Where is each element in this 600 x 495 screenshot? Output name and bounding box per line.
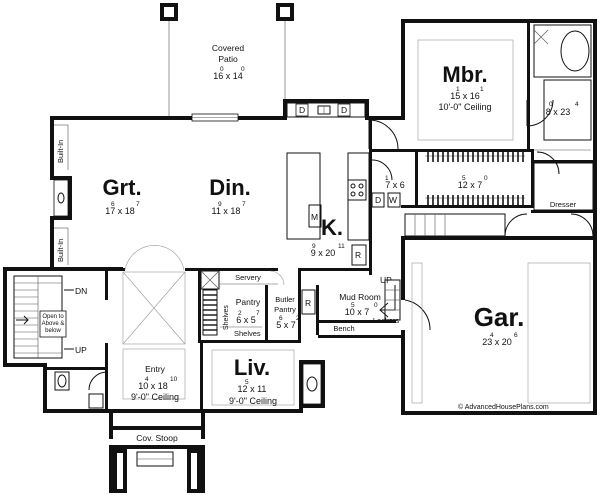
- mbr-dim-b-sup: 1: [480, 86, 484, 93]
- garage: Gar. 23 x 20 4 6 © AdvancedHousePlans.co…: [404, 213, 594, 411]
- din-dim-a-sup: 9: [218, 201, 222, 208]
- mbr-name: Mbr.: [442, 62, 487, 87]
- kitchen-d-left: D: [299, 105, 305, 115]
- mud-dim-b-sup: 0: [374, 302, 378, 309]
- mud-dim-a-sup: 5: [351, 302, 355, 309]
- butler-dims: 5 x 7: [276, 320, 296, 330]
- butler-r: R: [305, 298, 311, 308]
- covered-stoop: Cov. Stoop: [109, 426, 205, 493]
- k-dim-a-sup: 9: [312, 243, 316, 250]
- patio-name-1: Covered: [212, 43, 244, 53]
- gar-name: Gar.: [474, 302, 525, 332]
- open-to-2: Above &: [42, 321, 65, 327]
- din-name: Din.: [209, 175, 251, 200]
- master-bedroom: Mbr. 15 x 16 1 1 10'-0" Ceiling: [368, 39, 514, 150]
- kitchen: D D M R K. 9 x 20 9 11: [286, 102, 370, 266]
- pantry-name: Pantry: [236, 297, 261, 307]
- entry-dim-b-sup: 10: [170, 376, 178, 383]
- closet-small: 7 x 6 1 D W: [371, 159, 405, 208]
- k-dims: 9 x 20: [311, 248, 336, 258]
- mud-dims: 10 x 7: [345, 307, 370, 317]
- grt-dim-b-sup: 7: [136, 201, 140, 208]
- din-dims: 11 x 18: [212, 206, 241, 216]
- living-room: Liv. 12 x 11 5 9'-0" Ceiling: [211, 349, 295, 406]
- butler-name-1: Butler: [275, 295, 295, 304]
- built-in-top-label: Built-In: [56, 140, 65, 163]
- gar-dim-a-sup: 4: [490, 332, 494, 339]
- mbath-dim-a-sup: 0: [549, 101, 553, 108]
- shelves-bottom-label: Shelves: [234, 329, 261, 338]
- gar-dims: 23 x 20: [482, 337, 512, 347]
- butler-dim-a-sup: 6: [279, 315, 283, 322]
- closet-b-dim-a-sup: 5: [462, 175, 466, 182]
- k-dim-b-sup: 11: [338, 243, 345, 250]
- mud-room: Mud Room 10 x 7 5 0 Bench Lockers UP: [333, 275, 431, 333]
- stair-left: Open to Above & below DN UP: [13, 275, 87, 359]
- closet-walkin: 12 x 7 5 0 Dresser: [425, 152, 594, 211]
- pantry-dim-b-sup: 7: [256, 310, 260, 317]
- patio-name-2: Patio: [218, 54, 238, 64]
- grt-dim-a-sup: 6: [111, 201, 115, 208]
- great-room: Built-In Built-In Grt. 17 x 18 6 7: [54, 124, 142, 265]
- servery-label: Servery: [235, 273, 261, 282]
- liv-dims: 12 x 11: [238, 384, 267, 394]
- dining-room: Din. 11 x 18 9 7: [209, 175, 251, 216]
- gar-dim-b-sup: 6: [514, 332, 518, 339]
- dresser-label: Dresser: [550, 200, 577, 209]
- exterior-walls: [3, 19, 597, 439]
- open-to-1: Open to: [42, 314, 64, 320]
- stair-up-label: UP: [75, 345, 87, 355]
- mbr-dims: 15 x 16: [450, 91, 480, 101]
- grt-name: Grt.: [102, 175, 141, 200]
- kitchen-m: M: [311, 212, 318, 222]
- entry-dim-a-sup: 4: [145, 376, 149, 383]
- pantry-dim-a-sup: 2: [238, 310, 242, 317]
- kitchen-r: R: [355, 250, 361, 260]
- entry-ceiling: 9'-0" Ceiling: [131, 392, 179, 402]
- closet-a-dims: 7 x 6: [385, 180, 405, 190]
- liv-name: Liv.: [234, 355, 270, 380]
- built-in-bottom-label: Built-In: [56, 239, 65, 262]
- laundry-d: D: [375, 195, 381, 205]
- butler-pantry: Butler Pantry 5 x 7 6 2 R: [274, 289, 316, 330]
- grt-dims: 17 x 18: [105, 206, 135, 216]
- pantry-area: Servery Shelves Shelves Pantry 6 x 5 2 7: [200, 270, 285, 338]
- master-bath: 8 x 23 0 4: [526, 24, 592, 175]
- mbr-ceiling: 10'-0" Ceiling: [439, 102, 492, 112]
- mbath-dims: 8 x 23: [546, 107, 571, 117]
- stair-dn-label: DN: [75, 286, 87, 296]
- pantry-dims: 6 x 5: [236, 315, 256, 325]
- butler-dim-b-sup: 2: [296, 315, 300, 322]
- covered-patio: Covered Patio 16 x 14 0 0: [160, 3, 294, 117]
- stoop-name: Cov. Stoop: [136, 433, 178, 443]
- liv-ceiling: 9'-0" Ceiling: [229, 396, 277, 406]
- closet-b-dim-b-sup: 0: [484, 175, 488, 182]
- entry: Entry 10 x 18 4 10 9'-0" Ceiling: [54, 245, 186, 409]
- entry-dims: 10 x 18: [138, 381, 168, 391]
- interior-walls: [47, 23, 593, 413]
- mud-name: Mud Room: [339, 292, 381, 302]
- closet-a-dim-a-sup: 1: [385, 175, 389, 182]
- kitchen-d-right: D: [341, 105, 347, 115]
- entry-name: Entry: [145, 364, 166, 374]
- closet-b-dims: 12 x 7: [458, 180, 483, 190]
- laundry-w: W: [389, 195, 397, 205]
- shelves-side-label: Shelves: [223, 305, 230, 330]
- patio-dim-b-sup: 0: [241, 66, 245, 73]
- patio-dim-a-sup: 0: [220, 66, 224, 73]
- mbr-dim-a-sup: 1: [456, 86, 460, 93]
- k-name: K.: [321, 215, 343, 240]
- bench-label: Bench: [333, 324, 354, 333]
- open-to-3: below: [45, 328, 61, 334]
- copyright-credit: © AdvancedHousePlans.com: [458, 403, 549, 411]
- patio-dims: 16 x 14: [213, 71, 243, 81]
- din-dim-b-sup: 7: [242, 201, 246, 208]
- mbath-dim-b-sup: 4: [575, 101, 579, 108]
- liv-dim-a-sup: 5: [245, 379, 249, 386]
- butler-name-2: Pantry: [274, 305, 296, 314]
